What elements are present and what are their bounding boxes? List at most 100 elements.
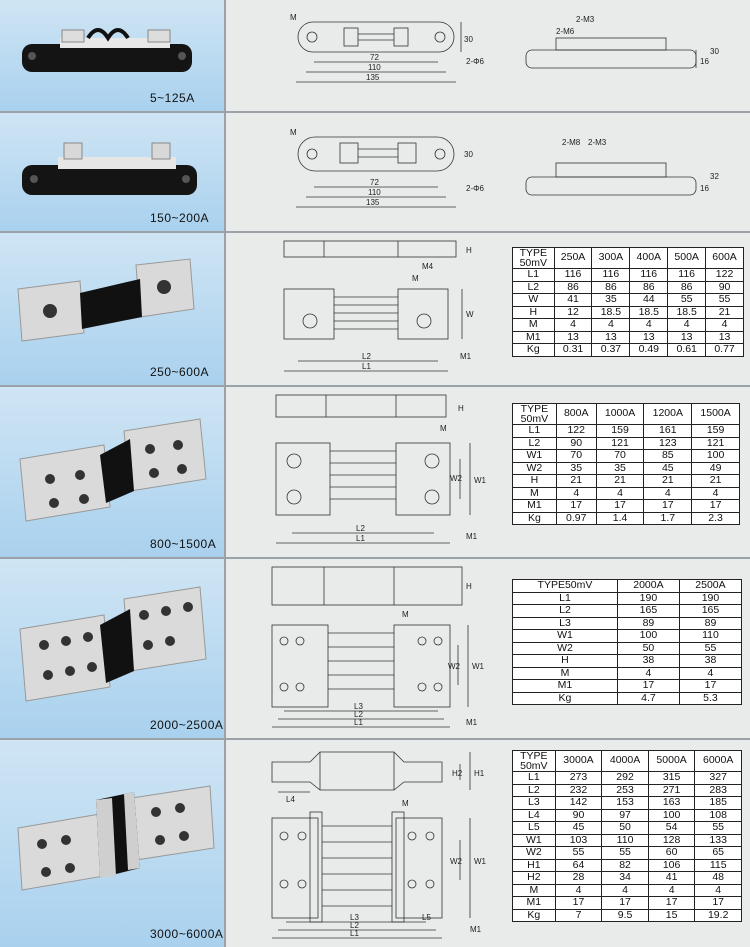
- table-cell: 4: [678, 666, 743, 680]
- table-cell: 90: [705, 280, 744, 294]
- table-cell: 108: [694, 808, 742, 822]
- table-cell: 70: [595, 449, 645, 463]
- dim-w1: W1: [472, 662, 485, 671]
- section-label: 150~200A: [150, 211, 210, 225]
- table-cell: Kg: [512, 691, 618, 705]
- table-cell: 17: [595, 499, 645, 513]
- section-800-1500a: 800~1500A H M W1 W2 L2 L1 M1 TYPE 50mV: [0, 387, 750, 557]
- table-cell: 17: [678, 679, 743, 693]
- table-cell: 55: [554, 846, 603, 860]
- table-cell: 0.49: [629, 343, 669, 357]
- table-cell: M: [512, 318, 555, 332]
- table-cell: 17: [554, 896, 603, 910]
- table-cell: 17: [616, 679, 680, 693]
- section-label: 800~1500A: [150, 537, 217, 551]
- table-cell: 0.77: [705, 343, 744, 357]
- table-cell: 110: [678, 629, 743, 643]
- dim-135: 135: [366, 198, 380, 207]
- table-cell: 123: [643, 436, 693, 450]
- table-cell: 19.2: [694, 908, 742, 922]
- table-cell: 100: [691, 449, 740, 463]
- table-cell: L1: [512, 591, 618, 605]
- table-cell: 17: [691, 499, 740, 513]
- divider: [0, 557, 750, 559]
- dim-30-side: 30: [710, 47, 719, 56]
- table-cell: 116: [629, 268, 669, 282]
- table-cell: 185: [694, 796, 742, 810]
- table-cell: 55: [601, 846, 649, 860]
- shunt-photo: [17, 785, 215, 891]
- table-cell: 0.97: [555, 511, 597, 525]
- table-cell: 103: [554, 833, 603, 847]
- dim-h: H: [458, 404, 464, 413]
- dim-h: H: [466, 246, 472, 255]
- dimension-drawing: M 30 72 110 135 2-Φ6 2-M8 2-M3 16 32: [226, 113, 750, 231]
- table-header-cell: 800A: [555, 403, 597, 425]
- shunt-photo: [19, 586, 207, 702]
- dim-110: 110: [368, 188, 381, 197]
- dim-m1: M1: [470, 925, 482, 934]
- table-cell: 49: [691, 461, 740, 475]
- table-cell: 121: [595, 436, 645, 450]
- dim-l3: L3: [350, 913, 359, 922]
- dimension-drawing: H M W1 W2 L2 L1 M1 TYPE 50mV 800A 1000A …: [226, 387, 750, 557]
- drawing-5-125a: M 30 72 110 135 2-Φ6 2-M3 2-M6 16 30: [290, 13, 719, 83]
- table-cell: 50: [616, 641, 680, 655]
- table-header-row: TYPE 50mV 800A 1000A 1200A 1500A: [512, 403, 740, 425]
- dim-l2: L2: [356, 524, 365, 533]
- table-cell: 82: [601, 858, 649, 872]
- table-cell: 4: [691, 486, 740, 500]
- dim-m3: 2-M3: [576, 15, 595, 24]
- table-cell: 9.5: [601, 908, 649, 922]
- divider: [0, 738, 750, 740]
- dimension-drawing: H2 H1 L4 M W1 W2 L3 L2 L1 L5 M1 TYPE 50m…: [226, 740, 750, 947]
- table-cell: 133: [694, 833, 742, 847]
- dim-h2: H2: [452, 769, 463, 778]
- section-5-125a: 5~125A M 30 72 110 135 2-Φ6 2-M3 2-M6 16: [0, 0, 750, 111]
- table-cell: 17: [601, 896, 649, 910]
- table-cell: 15: [647, 908, 696, 922]
- table-cell: 273: [554, 771, 603, 785]
- dim-m1: M1: [466, 718, 478, 727]
- table-header-cell: TYPE50mV: [512, 579, 618, 593]
- shunt-photo: [17, 258, 195, 342]
- table-cell: 4: [601, 883, 649, 897]
- dim-l5: L5: [422, 913, 431, 922]
- table-cell: 4: [629, 318, 669, 332]
- table-cell: 4.7: [616, 691, 680, 705]
- table-cell: 4: [694, 883, 742, 897]
- table-header-cell: 600A: [705, 247, 744, 269]
- table-cell: 65: [694, 846, 742, 860]
- dim-m4: M4: [422, 262, 434, 271]
- table-cell: 121: [691, 436, 740, 450]
- section-250-600a: 250~600A H M4 M W L2 L1 M1 TYPE 50mV: [0, 233, 750, 385]
- label-m: M: [412, 274, 419, 283]
- table-cell: 97: [601, 808, 649, 822]
- table-cell: 55: [705, 293, 744, 307]
- table-cell: 64: [554, 858, 603, 872]
- divider: [0, 231, 750, 233]
- table-cell: 4: [595, 486, 645, 500]
- table-cell: 28: [554, 871, 603, 885]
- table-cell: 271: [647, 783, 696, 797]
- table-cell: 116: [553, 268, 593, 282]
- table-cell: 122: [705, 268, 744, 282]
- table-cell: 86: [553, 280, 593, 294]
- dim-32: 32: [710, 172, 719, 181]
- table-header-cell: 250A: [553, 247, 593, 269]
- table-header-row: TYPE 50mV 3000A 4000A 5000A 6000A: [512, 750, 742, 772]
- table-cell: 100: [647, 808, 696, 822]
- section-3000-6000a: 3000~6000A H2 H1 L4 M W1 W2 L3: [0, 740, 750, 947]
- table-cell: 110: [601, 833, 649, 847]
